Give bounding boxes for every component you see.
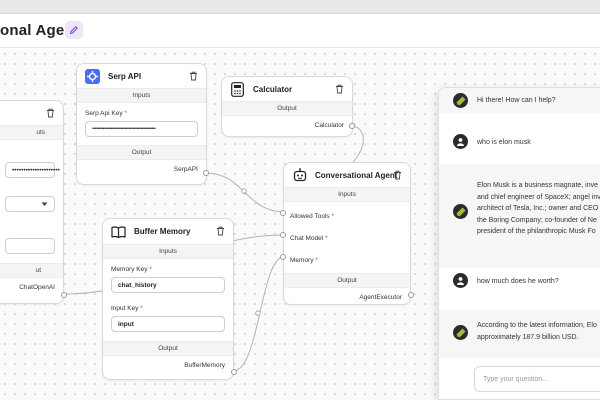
chat-message-text: Hi there! How can I help? bbox=[477, 97, 556, 104]
node-title: Buffer Memory bbox=[134, 227, 191, 236]
output-anchor-calculator: Calculator bbox=[314, 122, 344, 129]
trash-icon[interactable] bbox=[189, 71, 198, 81]
temperature-input[interactable] bbox=[5, 238, 55, 254]
chat-message-user: how much does he worth? bbox=[439, 268, 600, 294]
handle-calculator[interactable] bbox=[349, 123, 355, 129]
node-buffer-memory[interactable]: Buffer Memory Inputs Memory Key * chat_h… bbox=[102, 218, 237, 380]
book-icon bbox=[111, 224, 126, 239]
node-title: Serp API bbox=[108, 71, 142, 81]
output-anchor-buffermemory: BufferMemory bbox=[184, 362, 225, 369]
input-key-label: Input Key * bbox=[111, 305, 143, 312]
serp-api-icon bbox=[85, 68, 100, 84]
chat-message-user: who is elon musk bbox=[439, 124, 600, 149]
node-calculator[interactable]: Calculator Output Calculator bbox=[221, 76, 355, 137]
chat-question-input[interactable]: Type your question... bbox=[474, 366, 600, 392]
bot-avatar-icon bbox=[453, 93, 468, 108]
section-output: Output bbox=[103, 341, 233, 356]
serp-api-key-label: Serp Api Key * bbox=[85, 110, 127, 117]
chat-message-text: who is elon musk bbox=[477, 139, 531, 146]
robot-icon bbox=[292, 168, 307, 183]
pencil-icon bbox=[70, 26, 78, 34]
input-memory: Memory * bbox=[290, 257, 318, 264]
input-key-input[interactable]: input bbox=[111, 316, 225, 332]
section-inputs: uts bbox=[0, 125, 63, 140]
chat-message-bot: Elon Musk is a business magnate, inve an… bbox=[439, 164, 600, 268]
memory-key-label: Memory Key * bbox=[111, 266, 152, 273]
bot-avatar-icon bbox=[453, 325, 468, 340]
handle-chatopenai[interactable] bbox=[61, 292, 67, 298]
section-output: Output bbox=[284, 273, 410, 288]
flow-header: onal Agent bbox=[0, 14, 600, 48]
chat-message-bot: According to the latest information, Elo… bbox=[439, 310, 600, 358]
model-name-select[interactable] bbox=[5, 196, 55, 212]
chat-message-bot: Hi there! How can I help? bbox=[439, 88, 600, 113]
trash-icon[interactable] bbox=[393, 170, 402, 180]
chat-panel: Hi there! How can I help? who is elon mu… bbox=[438, 87, 600, 400]
window-top-bar bbox=[0, 0, 600, 14]
bot-avatar-icon bbox=[453, 204, 468, 219]
chat-message-text: According to the latest information, Elo… bbox=[477, 322, 597, 341]
chevron-down-icon bbox=[41, 202, 48, 206]
user-avatar-icon bbox=[453, 273, 468, 288]
handle-agentexecutor[interactable] bbox=[408, 292, 414, 298]
flow-title: onal Agent bbox=[0, 22, 79, 39]
section-inputs: Inputs bbox=[77, 88, 206, 103]
output-anchor-serpapi: SerpAPI bbox=[173, 166, 198, 173]
serp-api-key-input[interactable]: ••••••••••••••••••••••••••••••••••••••••… bbox=[85, 121, 198, 137]
node-title: Conversational Agent bbox=[315, 170, 398, 180]
trash-icon[interactable] bbox=[46, 108, 55, 118]
handle-serpapi[interactable] bbox=[203, 170, 209, 176]
node-conversational-agent[interactable]: Conversational Agent Inputs Allowed Tool… bbox=[280, 162, 414, 305]
handle-allowed-tools[interactable] bbox=[280, 210, 286, 216]
trash-icon[interactable] bbox=[335, 84, 344, 94]
output-anchor-chatopenai: ChatOpenAI bbox=[19, 284, 55, 291]
user-avatar-icon bbox=[453, 134, 468, 149]
edit-title-button[interactable] bbox=[65, 21, 83, 39]
node-title: Calculator bbox=[253, 84, 293, 94]
chat-message-text: Elon Musk is a business magnate, inve an… bbox=[477, 182, 600, 235]
handle-memory[interactable] bbox=[280, 254, 286, 260]
handle-buffermemory[interactable] bbox=[231, 369, 237, 375]
section-inputs: Inputs bbox=[103, 244, 233, 259]
trash-icon[interactable] bbox=[216, 226, 225, 236]
openai-api-key-input[interactable]: ••••••••••••••••••••• bbox=[5, 162, 60, 178]
section-output: Output bbox=[77, 145, 206, 160]
section-output: Output bbox=[222, 101, 352, 116]
memory-key-input[interactable]: chat_history bbox=[111, 277, 225, 293]
node-serp-api[interactable]: Serp API Inputs Serp Api Key * •••••••••… bbox=[76, 63, 209, 185]
node-chatopenai[interactable]: uts ••••••••••••••••••••• ut ChatOpenAI bbox=[0, 100, 67, 304]
input-allowed-tools: Allowed Tools * bbox=[290, 213, 334, 220]
calculator-icon bbox=[230, 81, 245, 97]
handle-chat-model[interactable] bbox=[280, 232, 286, 238]
section-output: ut bbox=[0, 263, 63, 278]
chat-message-text: how much does he worth? bbox=[477, 278, 559, 285]
input-chat-model: Chat Model * bbox=[290, 235, 328, 242]
output-anchor-agentexecutor: AgentExecutor bbox=[359, 294, 402, 301]
section-inputs: Inputs bbox=[284, 187, 410, 202]
